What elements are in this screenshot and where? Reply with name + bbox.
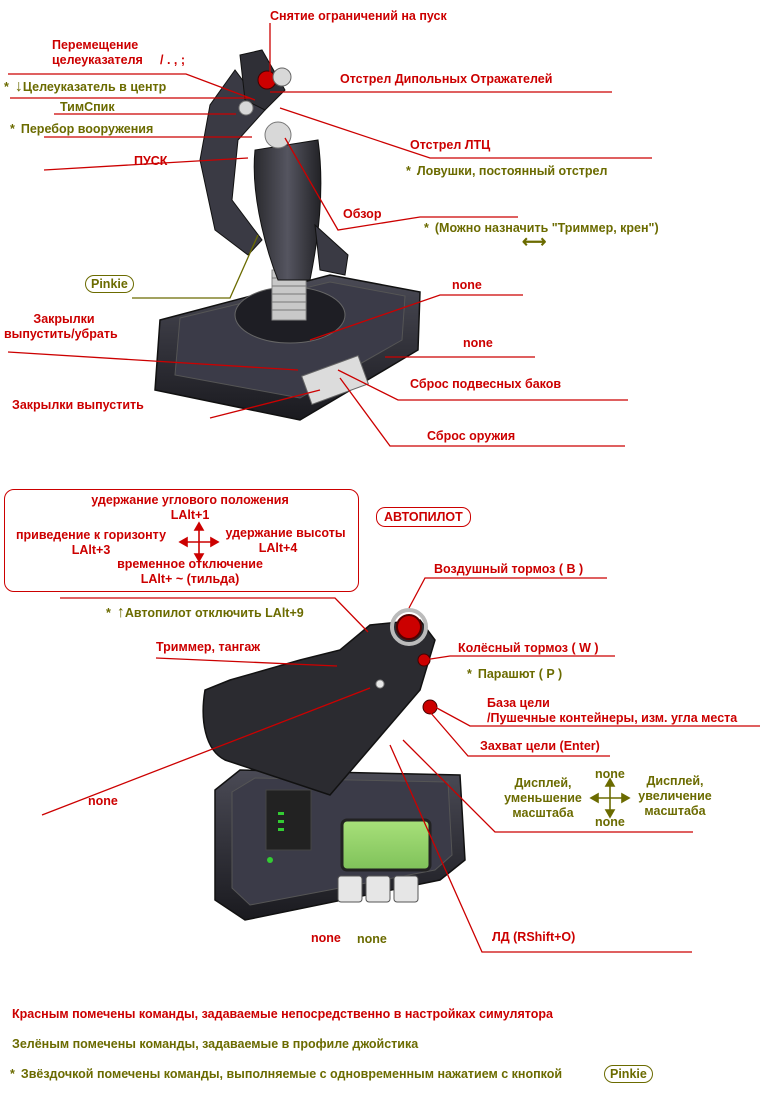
label-zoom-in-1: Дисплей, [646,774,704,788]
label-cursor-keys: / . , ; [160,53,185,67]
label-flaps-extend: Закрылки выпустить [12,398,144,412]
label-wheel-brake: Колёсный тормоз ( W ) [458,641,599,655]
label-flaps-2: выпустить/убрать [4,327,118,341]
joystick-image [154,49,421,421]
label-lock: Захват цели (Enter) [480,739,600,753]
leader-lines [7,23,760,953]
label-target-base-1: База цели [487,696,550,710]
legend-green-note: Зелёным помечены команды, задаваемые в п… [12,1037,419,1051]
label-temp-disable: временное отключение [117,557,263,571]
label-zoom-in-2: увеличение [638,789,712,803]
arrow-down-icon: ↓ [14,78,23,95]
legend-red-note: Красным помечены команды, задаваемые неп… [12,1007,553,1021]
label-zoom-in-3: масштаба [644,804,706,818]
legend-star-note: *Звёздочкой помечены команды, выполняемы… [10,1067,563,1081]
label-hold-attitude-key: LAlt+1 [170,508,210,522]
label-chaff: Отстрел Дипольных Отражателей [340,72,553,86]
label-zoom-out-3: масштаба [512,806,574,820]
double-arrow-icon: ⟷ [522,232,547,251]
autopilot-title-badge: АВТОПИЛОТ [376,507,471,527]
pinkie-badge: Pinkie [85,275,134,293]
label-none-left: none [88,794,118,808]
label-timspik: ТимСпик [60,100,115,114]
label-zoom-out-1: Дисплей, [514,776,572,790]
label-cursor-move-1: Перемещение [52,38,139,52]
arrow-up-icon: ↑ [116,604,125,621]
label-airbrake: Воздушный тормоз ( B ) [434,562,584,576]
label-none-base-2: none [357,932,387,946]
label-safety-release: Снятие ограничений на пуск [270,9,447,23]
label-level-horizon-key: LAlt+3 [71,543,111,557]
label-level-horizon: приведение к горизонту [15,528,167,542]
autopilot-box [4,489,359,592]
label-launch: ПУСК [134,154,168,168]
label-hold-altitude: удержание высоты [225,526,346,540]
label-flare-continuous: *Ловушки, постоянный отстрел [406,164,608,178]
label-trim-pitch: Триммер, тангаж [156,640,261,654]
label-view: Обзор [343,207,382,221]
label-flare: Отстрел ЛТЦ [410,138,491,152]
label-hold-attitude: удержание углового положения [91,493,289,507]
label-drop-tanks: Сброс подвесных баков [410,377,562,391]
autopilot-cross-arrows-icon [178,521,220,563]
label-target-base-2: /Пушечные контейнеры, изм. угла места [487,711,738,725]
label-none-up: none [595,767,625,781]
label-none-a: none [452,278,482,292]
label-hold-altitude-key: LAlt+4 [258,541,298,555]
label-flaps-1: Закрылки [33,312,95,326]
label-cursor-center: *↓Целеуказатель в центр [4,78,167,95]
label-drop-weapons: Сброс оружия [427,429,516,443]
label-none-base-1: none [311,931,341,945]
label-ld: ЛД (RShift+O) [492,930,576,944]
label-temp-disable-key: LAlt+ ~ (тильда) [140,572,240,586]
throttle-image [202,608,466,921]
label-zoom-out-2: уменьшение [504,791,582,805]
label-none-b: none [463,336,493,350]
label-weapon-cycle: *Перебор вооружения [10,122,154,136]
label-none-down: none [595,815,625,829]
label-chute: *Парашют ( P ) [467,667,563,681]
label-assign-trim-roll: *(Можно назначить "Триммер, крен") [424,221,659,235]
legend-pinkie-badge: Pinkie [604,1065,653,1083]
label-autopilot-off: *↑Автопилот отключить LAlt+9 [106,604,304,621]
display-cross-arrows-icon [589,777,631,819]
label-cursor-move-2: целеуказателя [52,53,143,67]
